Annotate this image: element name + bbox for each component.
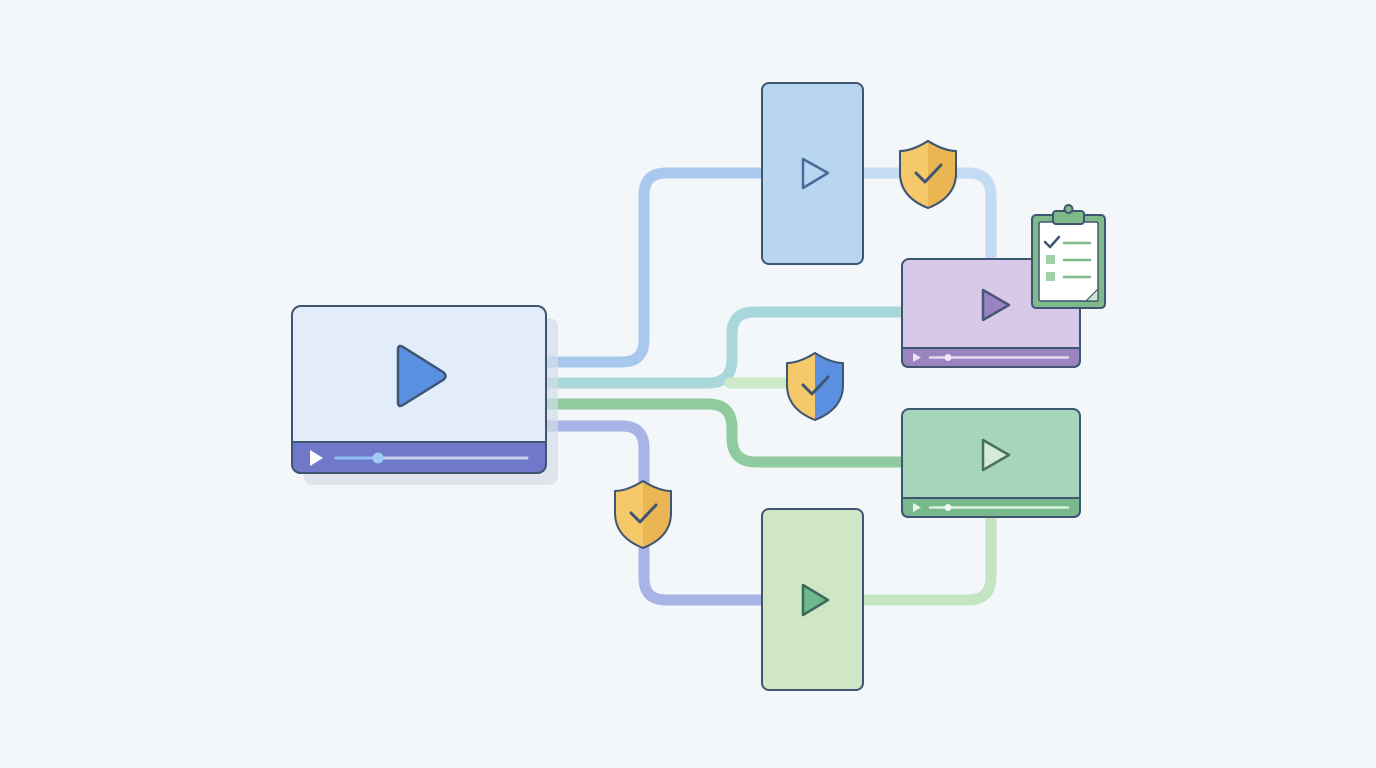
connector-source-to-landscape-green (540, 398, 908, 468)
mini-play-icon[interactable] (310, 450, 323, 466)
source-video-player (291, 305, 558, 485)
play-icon[interactable] (396, 344, 447, 408)
mini-play-icon[interactable] (913, 353, 921, 362)
connector-vertical-green-to-landscape-green (856, 512, 997, 606)
play-icon[interactable] (801, 157, 830, 190)
vertical-video-blue (761, 82, 864, 265)
vertical-video-green (761, 508, 864, 691)
clipboard-checklist-icon (1031, 204, 1106, 309)
connector-vertical-blue-to-purple (856, 167, 997, 264)
shield-check-icon (786, 352, 844, 421)
progress-handle[interactable] (944, 354, 952, 361)
mini-play-icon[interactable] (913, 503, 921, 512)
shield-check-icon (899, 140, 957, 209)
play-icon[interactable] (801, 583, 830, 617)
progress-handle[interactable] (372, 452, 384, 464)
shield-check-icon (614, 480, 672, 549)
connector-source-to-vertical-blue (540, 167, 768, 368)
connector-source-to-purple (540, 306, 908, 389)
landscape-video-green (901, 408, 1081, 518)
progress-handle[interactable] (944, 504, 952, 511)
play-icon[interactable] (981, 438, 1011, 472)
play-icon[interactable] (981, 288, 1011, 322)
